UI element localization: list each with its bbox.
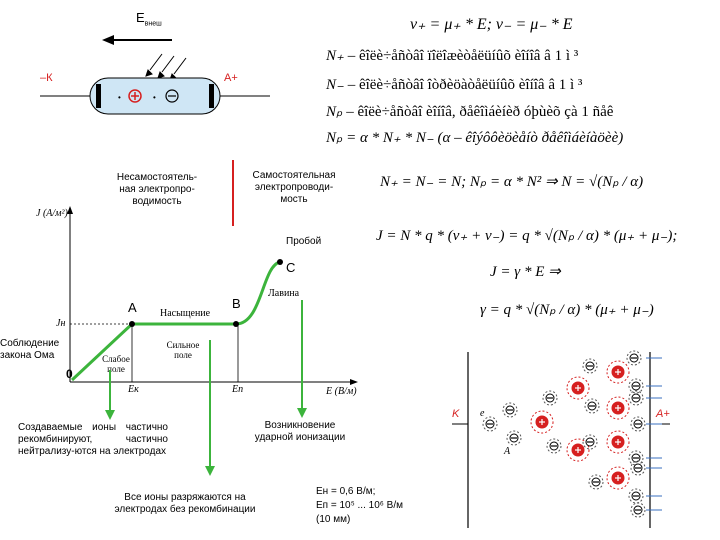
minus-ion-12 (630, 416, 646, 432)
minus-ion-9 (626, 350, 642, 366)
strong-field-label: Сильное поле (166, 340, 200, 360)
saturation-label: Насыщение (160, 308, 211, 319)
tube-svg: • • (40, 35, 270, 115)
en-label: Eп (232, 384, 244, 395)
formula-recombination: Nₚ = α * N₊ * N₋ (α – êîýôôèöèåíò ðåêîìá… (326, 130, 624, 146)
ek-label: Eк (128, 384, 139, 395)
x-axis-label: E (В/м) (326, 386, 357, 397)
avalanche-label: Лавина (268, 288, 300, 299)
point-a-label: A (128, 300, 137, 315)
point-b-dot (233, 321, 239, 327)
plus-ion-icon (128, 89, 142, 103)
y-axis-label: J (А/м²) (36, 208, 68, 219)
aval-cathode-label: K (452, 408, 460, 420)
plus-ion-2 (566, 438, 590, 462)
tube-diagram: • • Eвнеш –К А+ (40, 8, 270, 128)
plus-ion-3 (606, 360, 630, 384)
minus-ion-11 (628, 390, 644, 406)
formula-density: N₊ = N₋ = N; Nₚ = α * N² ⇒ N = √(Nₚ / α) (380, 174, 644, 190)
label-self: Самостоятельная электропроводи-мость (252, 170, 336, 205)
minus-ion-8 (588, 474, 604, 490)
formula-np: Nₚ – êîëè÷åñòâî èîíîâ, ðåêîìáèíèð óþùèõ … (326, 104, 614, 120)
label-impact: Возникновение ударной ионизации (254, 420, 346, 443)
minus-ion-6 (584, 398, 600, 414)
label-nonself: Несамостоятель-ная электропро-водимость (116, 172, 198, 207)
divider-red (232, 160, 234, 226)
minus-ion-1 (502, 402, 518, 418)
svg-text:•: • (153, 93, 156, 102)
minus-ion-3 (542, 390, 558, 406)
minus-ion-icon (165, 89, 179, 103)
label-breakdown: Пробой (286, 236, 322, 247)
field-arrow-head (102, 35, 114, 45)
minus-ion-2 (506, 430, 522, 446)
point-c-label: C (286, 260, 296, 275)
minus-ion-7 (582, 434, 598, 450)
svg-text:•: • (118, 93, 121, 102)
tube-body (89, 77, 221, 115)
field-label: Eвнеш (136, 10, 162, 28)
label-discharge: Все ионы разряжаются на электродах без р… (114, 492, 256, 515)
aval-anode-label: A+ (656, 408, 670, 420)
formula-current: J = N * q * (v₊ + v₋) = q * √(Nₚ / α) * … (376, 228, 678, 244)
formula-ohm: J = γ * E ⇒ (490, 264, 561, 280)
plus-ion-5 (606, 430, 630, 454)
aval-e-label: e (480, 408, 485, 419)
avalanche-svg (452, 350, 670, 528)
label-ohm: Соблюдение закона Ома (0, 338, 60, 361)
formula-nplus: N₊ – êîëè÷åñòâî ïîëîæèòåëüíûõ èîíîâ â 1 … (326, 48, 579, 64)
minus-ion-10 (628, 378, 644, 394)
point-c-dot (277, 259, 283, 265)
minus-ion-14 (630, 460, 646, 476)
avalanche-diagram: K A+ e A (450, 350, 690, 530)
minus-ion-0 (482, 416, 498, 432)
minus-ion-4 (546, 438, 562, 454)
anode-label: А+ (224, 72, 238, 84)
formula-velocity: v₊ = μ₊ * E; v₋ = μ₋ * E (410, 16, 573, 33)
cathode-plate (96, 84, 101, 108)
plus-ion-4 (606, 396, 630, 420)
label-values-2: Eп = 10⁵ ... 10⁶ В/м (316, 500, 403, 511)
anode-plate (209, 84, 214, 108)
minus-ion-16 (630, 502, 646, 518)
label-recombine: Создаваемые ионы частично рекомбинируют,… (18, 422, 168, 457)
label-values-3: (10 мм) (316, 514, 351, 525)
label-values-1: Eн = 0,6 В/м; (316, 486, 376, 497)
jn-label: Jн (56, 318, 66, 329)
minus-ion-15 (628, 488, 644, 504)
minus-ion-5 (582, 358, 598, 374)
point-b-label: B (232, 296, 241, 311)
plus-ion-1 (566, 376, 590, 400)
pointer-arrows (105, 300, 307, 476)
aval-a-label: A (504, 446, 511, 457)
formula-conductivity: γ = q * √(Nₚ / α) * (μ₊ + μ₋) (480, 302, 654, 318)
plus-ion-0 (530, 410, 554, 434)
cathode-label: –К (40, 72, 53, 84)
minus-ion-13 (628, 450, 644, 466)
weak-field-label: Слабое поле (102, 354, 130, 374)
point-a-dot (129, 321, 135, 327)
origin-label: 0 (66, 367, 73, 381)
formula-nminus: N₋ – êîëè÷åñòâî îòðèöàòåëüíûõ èîíîâ â 1 … (326, 77, 583, 93)
plus-ion-6 (606, 466, 630, 490)
